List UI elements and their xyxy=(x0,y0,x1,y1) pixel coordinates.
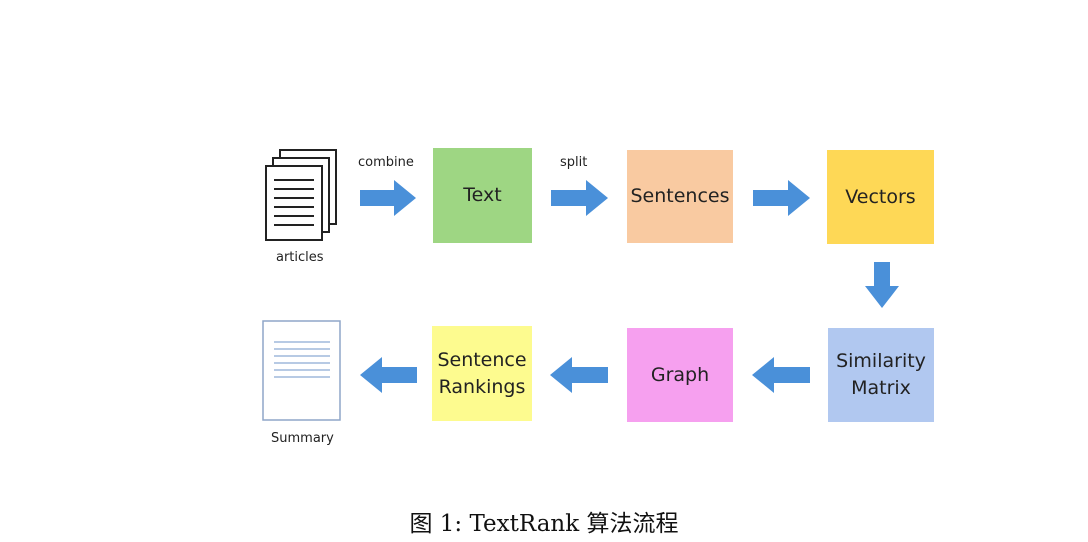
summary-document-icon xyxy=(262,320,341,421)
summary-label: Summary xyxy=(271,431,334,446)
node-sentence-rankings-label: Sentence Rankings xyxy=(437,348,527,398)
arrow-to-summary xyxy=(360,357,417,393)
split-label: split xyxy=(560,155,588,170)
node-sentences: Sentences xyxy=(627,150,733,243)
arrow-to-graph xyxy=(752,357,810,393)
node-graph-label: Graph xyxy=(650,363,710,386)
node-vectors: Vectors xyxy=(827,150,934,244)
arrow-to-vectors xyxy=(753,180,810,216)
node-similarity-matrix: Similarity Matrix xyxy=(828,328,934,422)
figure-caption: 图 1: TextRank 算法流程 xyxy=(409,511,679,537)
arrow-to-rankings xyxy=(550,357,608,393)
node-text: Text xyxy=(433,148,532,243)
arrow-split xyxy=(551,180,608,216)
node-text-label: Text xyxy=(463,184,502,206)
arrow-down-to-similarity xyxy=(865,262,899,308)
node-sentence-rankings: Sentence Rankings xyxy=(432,326,532,421)
combine-label: combine xyxy=(358,155,414,170)
node-similarity-matrix-label: Similarity Matrix xyxy=(836,350,926,399)
node-vectors-label: Vectors xyxy=(845,185,916,208)
arrow-combine xyxy=(360,180,416,216)
articles-label: articles xyxy=(276,250,324,265)
documents-stack-icon xyxy=(265,149,337,241)
node-sentences-label: Sentences xyxy=(630,185,730,207)
node-graph: Graph xyxy=(627,328,733,422)
